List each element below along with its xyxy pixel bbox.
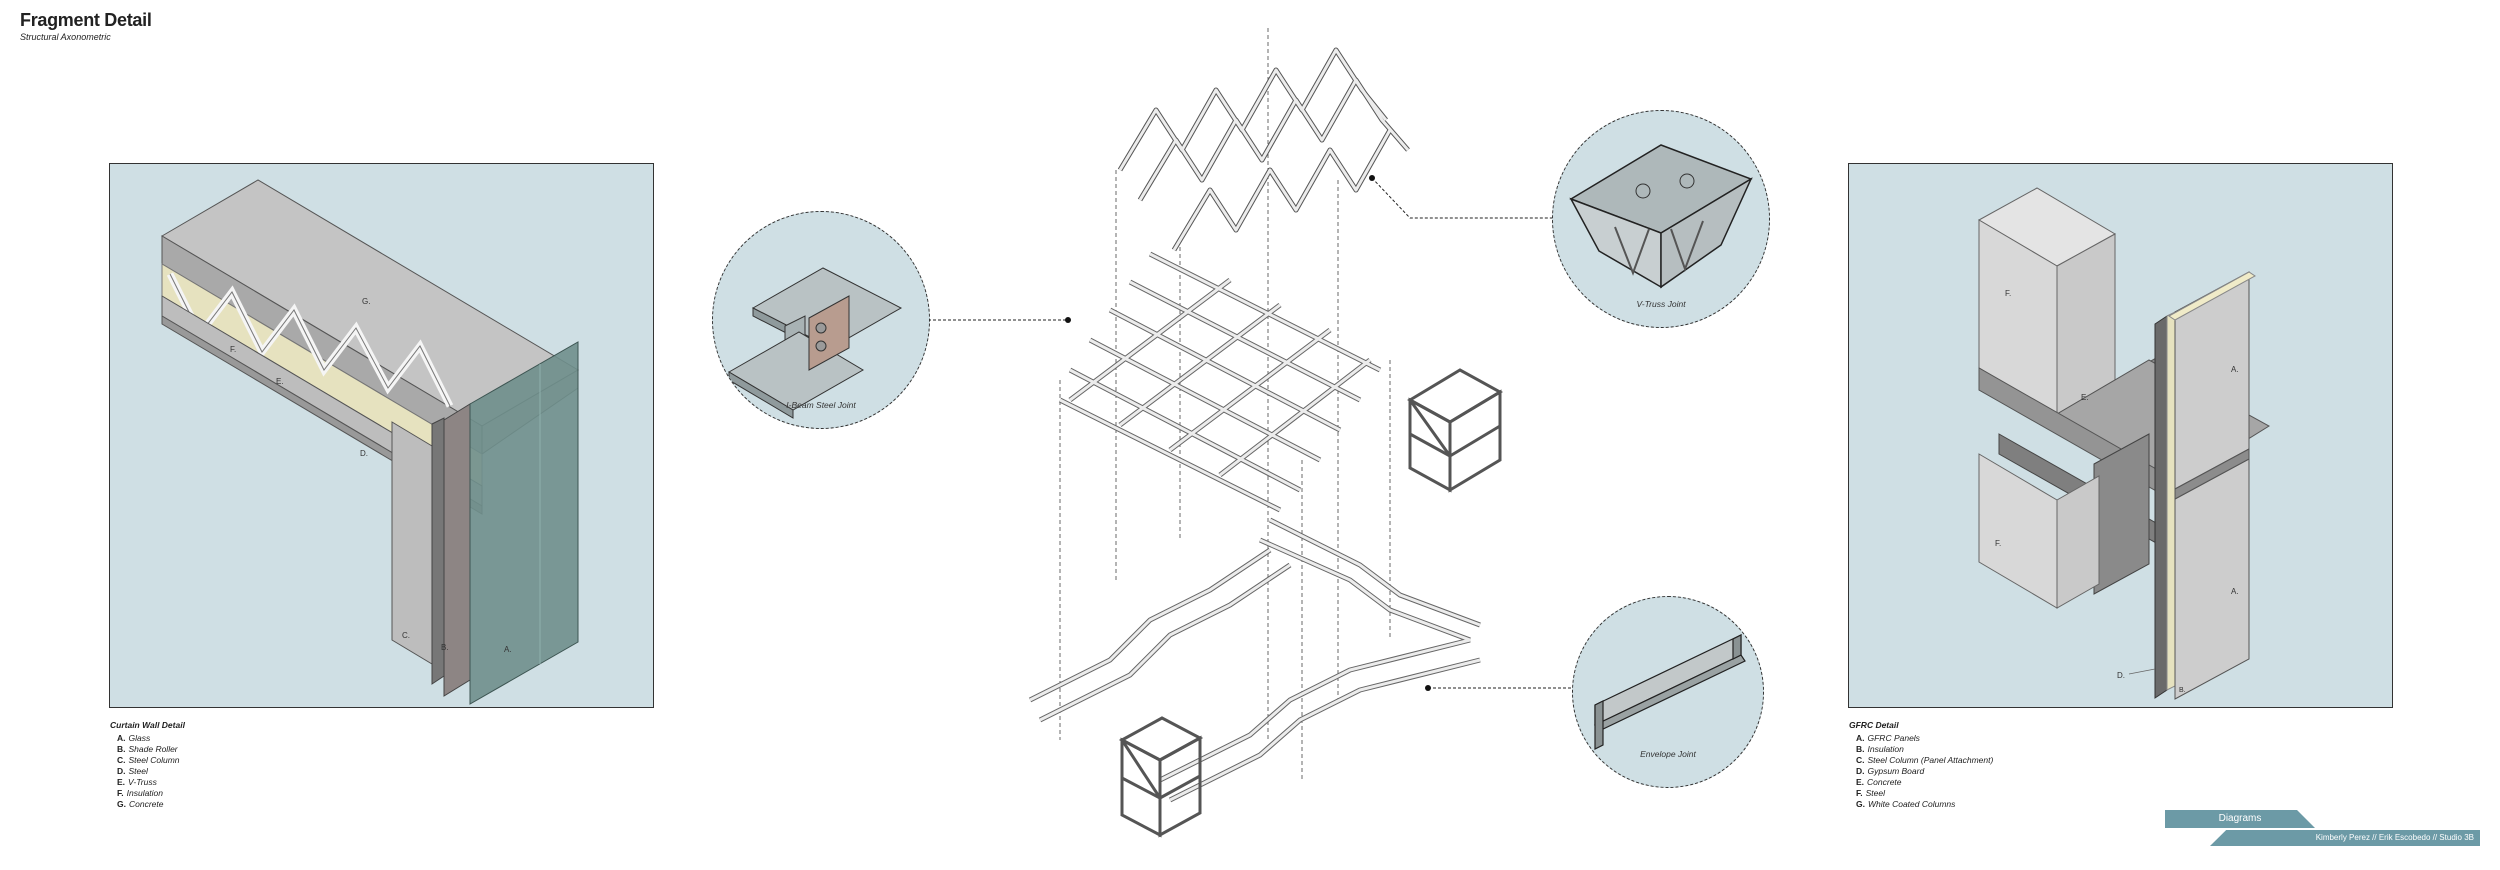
legend-item: G.Concrete	[117, 799, 164, 809]
curtain-wall-legend: Curtain Wall Detail A.Glass B.Shade Roll…	[110, 720, 185, 810]
steel-plate	[808, 295, 850, 371]
projection-lines	[1059, 28, 1391, 780]
page-title: Fragment Detail	[20, 10, 152, 30]
legend-item: D.Gypsum Board	[1856, 766, 1925, 776]
vtruss-caption: V-Truss Joint	[1636, 299, 1686, 309]
channel-flange	[1594, 654, 1746, 732]
glass-panel	[469, 341, 579, 705]
envelope-drawing	[1594, 634, 1746, 750]
legend-item: C.Steel Column	[117, 755, 180, 765]
legend-title: Curtain Wall Detail	[110, 720, 185, 730]
ibeam-bottom-edge	[728, 371, 794, 419]
vtruss-drawing	[1569, 144, 1753, 289]
ibeam-drawing	[728, 267, 903, 419]
diagrams-tab[interactable]: Diagrams	[2165, 810, 2315, 828]
vtruss-side	[1660, 177, 1753, 289]
vtruss-member	[1670, 220, 1704, 272]
legend-title: GFRC Detail	[1849, 720, 1899, 730]
label-d: D.	[360, 449, 368, 458]
vtruss-member	[1614, 226, 1650, 276]
legend-item: F.Insulation	[117, 788, 164, 798]
bolt-icon	[815, 322, 827, 334]
legend-item: A.GFRC Panels	[1856, 733, 1920, 743]
label-g: G.	[362, 297, 370, 306]
envelope-caption: Envelope Joint	[1640, 749, 1696, 759]
channel-end	[1594, 700, 1604, 750]
white-column-lower-side	[2056, 475, 2100, 609]
legend-item: G.White Coated Columns	[1856, 799, 1956, 809]
zigzag-truss-highlight	[1118, 48, 1410, 251]
footer: Diagrams Kimberly Perez // Erik Escobedo…	[2165, 810, 2480, 850]
label-c: C.	[402, 631, 410, 640]
insulation-strip	[2166, 311, 2176, 691]
legend-item: D.Steel	[117, 766, 148, 776]
label-b: B.	[441, 643, 449, 652]
gfrc-drawing: A. A. B. D. E. F. F.	[1977, 187, 2270, 700]
channel-web	[1594, 634, 1742, 726]
gfrc-panel-upper-top	[2168, 271, 2256, 321]
vtruss-joint-bubble: V-Truss Joint	[1552, 110, 1770, 328]
cube-frame-upper	[1406, 368, 1504, 493]
curtain-wall-detail-panel: A. B. C. D. E. F. G.	[109, 163, 654, 708]
exploded-axonometric	[1028, 28, 1504, 838]
label-e: E.	[2081, 393, 2089, 402]
page-subtitle: Structural Axonometric	[20, 32, 111, 42]
envelope-joint-bubble: Envelope Joint	[1572, 596, 1764, 788]
legend-item: E.Concrete	[1856, 777, 1902, 787]
gfrc-legend: GFRC Detail A.GFRC Panels B.Insulation C…	[1849, 720, 1993, 810]
label-a-lower: A.	[2231, 587, 2239, 596]
steel-grid-highlight	[1059, 252, 1381, 512]
bolt-icon	[1679, 173, 1695, 189]
zigzag-truss	[1117, 47, 1410, 252]
legend-item: E.V-Truss	[117, 777, 157, 787]
shade-roller	[443, 403, 471, 697]
label-a-upper: A.	[2231, 365, 2239, 374]
legend-item: A.Glass	[117, 733, 151, 743]
legend-item: F.Steel	[1856, 788, 1885, 798]
ibeam-joint-bubble: I-Beam Steel Joint	[712, 211, 930, 429]
label-a: A.	[504, 645, 512, 654]
channel-end-far	[1732, 634, 1742, 660]
credits-bar: Kimberly Perez // Erik Escobedo // Studi…	[2210, 830, 2480, 846]
gfrc-panel-lower	[2174, 458, 2250, 700]
steel-grid	[1058, 251, 1382, 513]
gypsum-board	[2154, 315, 2168, 699]
bolt-icon	[815, 340, 827, 352]
curtain-wall-drawing: A. B. C. D. E. F. G.	[161, 179, 579, 705]
bolt-icon	[1635, 183, 1651, 199]
leader-d	[2128, 668, 2156, 675]
label-d: D.	[2117, 671, 2125, 680]
ibeam-caption: I-Beam Steel Joint	[786, 400, 856, 410]
cube-frame-lower	[1118, 716, 1204, 838]
gfrc-detail-panel: A. A. B. D. E. F. F.	[1848, 163, 2393, 708]
header: Fragment Detail Structural Axonometric	[20, 10, 152, 42]
label-e: E.	[276, 377, 284, 386]
label-f-lower: F.	[1995, 539, 2001, 548]
legend-item: B.Insulation	[1856, 744, 1904, 754]
lower-frame-highlight	[1029, 518, 1481, 802]
steel-column	[391, 421, 433, 665]
label-f: F.	[230, 345, 236, 354]
legend-item: C.Steel Column (Panel Attachment)	[1856, 755, 1994, 765]
legend-item: B.Shade Roller	[117, 744, 178, 754]
v-truss-outline	[169, 273, 451, 407]
panel-joint-band	[2174, 448, 2250, 500]
label-b: B.	[2179, 687, 2186, 694]
label-f-upper: F.	[2005, 289, 2011, 298]
